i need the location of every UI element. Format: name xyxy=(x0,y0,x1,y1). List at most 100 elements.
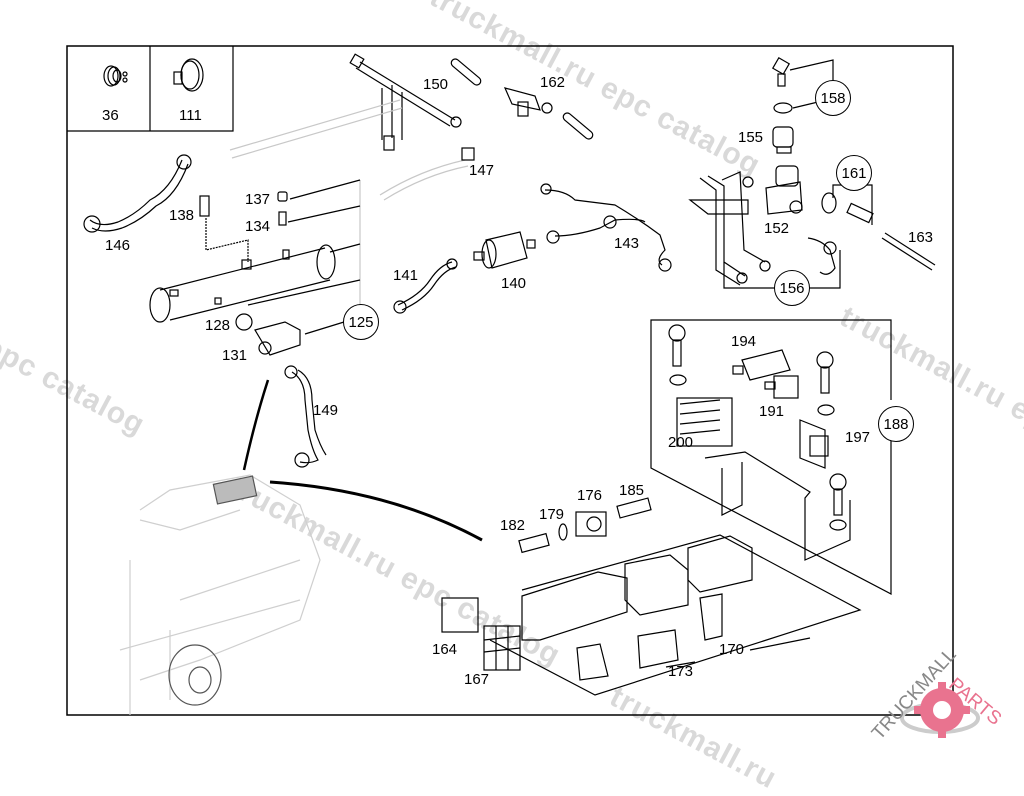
part-197-connector xyxy=(799,419,829,469)
leader-156-b xyxy=(808,250,841,289)
part-185-fitting xyxy=(616,497,652,519)
callout-162[interactable]: 162 xyxy=(540,74,566,91)
callout-176[interactable]: 176 xyxy=(577,487,603,504)
diagram-frame xyxy=(66,45,954,716)
leader-138 xyxy=(205,218,249,262)
leader-125-a xyxy=(329,243,361,253)
leader-161 xyxy=(832,184,873,225)
part-156-pipes xyxy=(688,171,837,286)
part-200-connector xyxy=(676,397,733,447)
part-washer-1 xyxy=(669,374,687,386)
hose-clamp-band-icon xyxy=(173,58,204,92)
leader-170 xyxy=(749,637,811,651)
callout-138[interactable]: 138 xyxy=(169,207,195,224)
vehicle-outline xyxy=(119,474,321,715)
callout-147[interactable]: 147 xyxy=(469,162,495,179)
leader-158 xyxy=(789,59,834,80)
arrow-to-vehicle-1 xyxy=(242,379,270,471)
callout-152[interactable]: 152 xyxy=(764,220,790,237)
part-146-hose xyxy=(83,154,192,233)
part-141-hose xyxy=(393,258,458,314)
callout-194[interactable]: 194 xyxy=(731,333,757,350)
callout-173[interactable]: 173 xyxy=(668,663,694,680)
callout-158[interactable]: 158 xyxy=(815,80,851,116)
callout-156[interactable]: 156 xyxy=(774,270,810,306)
callout-140[interactable]: 140 xyxy=(501,275,527,292)
inset-label-111[interactable]: 111 xyxy=(179,107,202,124)
part-161-washer xyxy=(821,192,837,214)
part-screw-1 xyxy=(668,324,686,367)
leader-158-b xyxy=(792,101,819,109)
part-screw-2 xyxy=(816,351,834,394)
truckmall-logo: TRUCKMALL PARTS xyxy=(860,644,1024,750)
callout-149[interactable]: 149 xyxy=(313,402,339,419)
callout-128[interactable]: 128 xyxy=(205,317,231,334)
callout-131[interactable]: 131 xyxy=(222,347,248,364)
part-194-relay xyxy=(732,349,791,381)
part-140-filter xyxy=(473,231,536,269)
part-182-fitting xyxy=(518,532,550,554)
gear-icon xyxy=(900,682,980,738)
callout-191[interactable]: 191 xyxy=(759,403,785,420)
part-158-elbow xyxy=(771,56,791,87)
vehicle-wheel xyxy=(168,644,222,706)
part-128-washer xyxy=(235,313,253,331)
callout-164[interactable]: 164 xyxy=(432,641,458,658)
part-152-valve xyxy=(765,165,803,215)
part-158-washer xyxy=(773,102,793,114)
callout-146[interactable]: 146 xyxy=(105,237,131,254)
part-167-connector xyxy=(483,625,521,671)
inset-label-36[interactable]: 36 xyxy=(102,107,119,124)
callout-200[interactable]: 200 xyxy=(668,434,694,451)
part-screw-3 xyxy=(829,473,847,516)
part-162-tee xyxy=(450,58,594,140)
part-washer-3 xyxy=(829,519,847,531)
part-176-block xyxy=(575,511,607,537)
mounting-bracket xyxy=(704,451,851,561)
leader-156 xyxy=(723,262,775,289)
callout-167[interactable]: 167 xyxy=(464,671,490,688)
faint-pipes xyxy=(229,99,469,320)
hose-clamp-spring-icon xyxy=(103,65,128,87)
callout-161[interactable]: 161 xyxy=(836,155,872,191)
callout-125[interactable]: 125 xyxy=(343,304,379,340)
part-131-union xyxy=(254,321,301,356)
callout-188[interactable]: 188 xyxy=(878,406,914,442)
callout-134[interactable]: 134 xyxy=(245,218,271,235)
part-163-rod xyxy=(884,232,936,266)
part-138-sensor xyxy=(199,195,210,217)
part-washer-2 xyxy=(817,404,835,416)
vehicle-module-location xyxy=(212,475,258,505)
part-147-fitting xyxy=(461,147,475,161)
part-143-pipes xyxy=(540,183,672,272)
part-150-pipe xyxy=(349,53,462,151)
callout-137[interactable]: 137 xyxy=(245,191,271,208)
leader-125-b xyxy=(247,279,361,306)
part-191-relay xyxy=(764,375,799,399)
part-134-pin xyxy=(278,211,287,226)
arrow-to-vehicle-2 xyxy=(269,480,483,542)
part-155-plug xyxy=(772,126,794,154)
part-164-relay xyxy=(441,597,479,633)
leader-134 xyxy=(287,205,361,223)
callout-143[interactable]: 143 xyxy=(614,235,640,252)
callout-197[interactable]: 197 xyxy=(845,429,871,446)
leader-125-c xyxy=(304,321,345,335)
part-149-hose xyxy=(284,365,327,468)
leader-137 xyxy=(289,179,361,200)
electronics-board xyxy=(489,534,862,696)
part-137-cap xyxy=(277,191,288,202)
callout-170[interactable]: 170 xyxy=(719,641,745,658)
diagram-drawing xyxy=(66,45,954,716)
leader-173 xyxy=(665,661,696,668)
callout-182[interactable]: 182 xyxy=(500,517,526,534)
callout-185[interactable]: 185 xyxy=(619,482,645,499)
callout-150[interactable]: 150 xyxy=(423,76,449,93)
box-188 xyxy=(650,319,892,595)
inset-border xyxy=(67,46,234,132)
callout-155[interactable]: 155 xyxy=(738,129,764,146)
callout-163[interactable]: 163 xyxy=(908,229,934,246)
callout-141[interactable]: 141 xyxy=(393,267,419,284)
callout-179[interactable]: 179 xyxy=(539,506,565,523)
